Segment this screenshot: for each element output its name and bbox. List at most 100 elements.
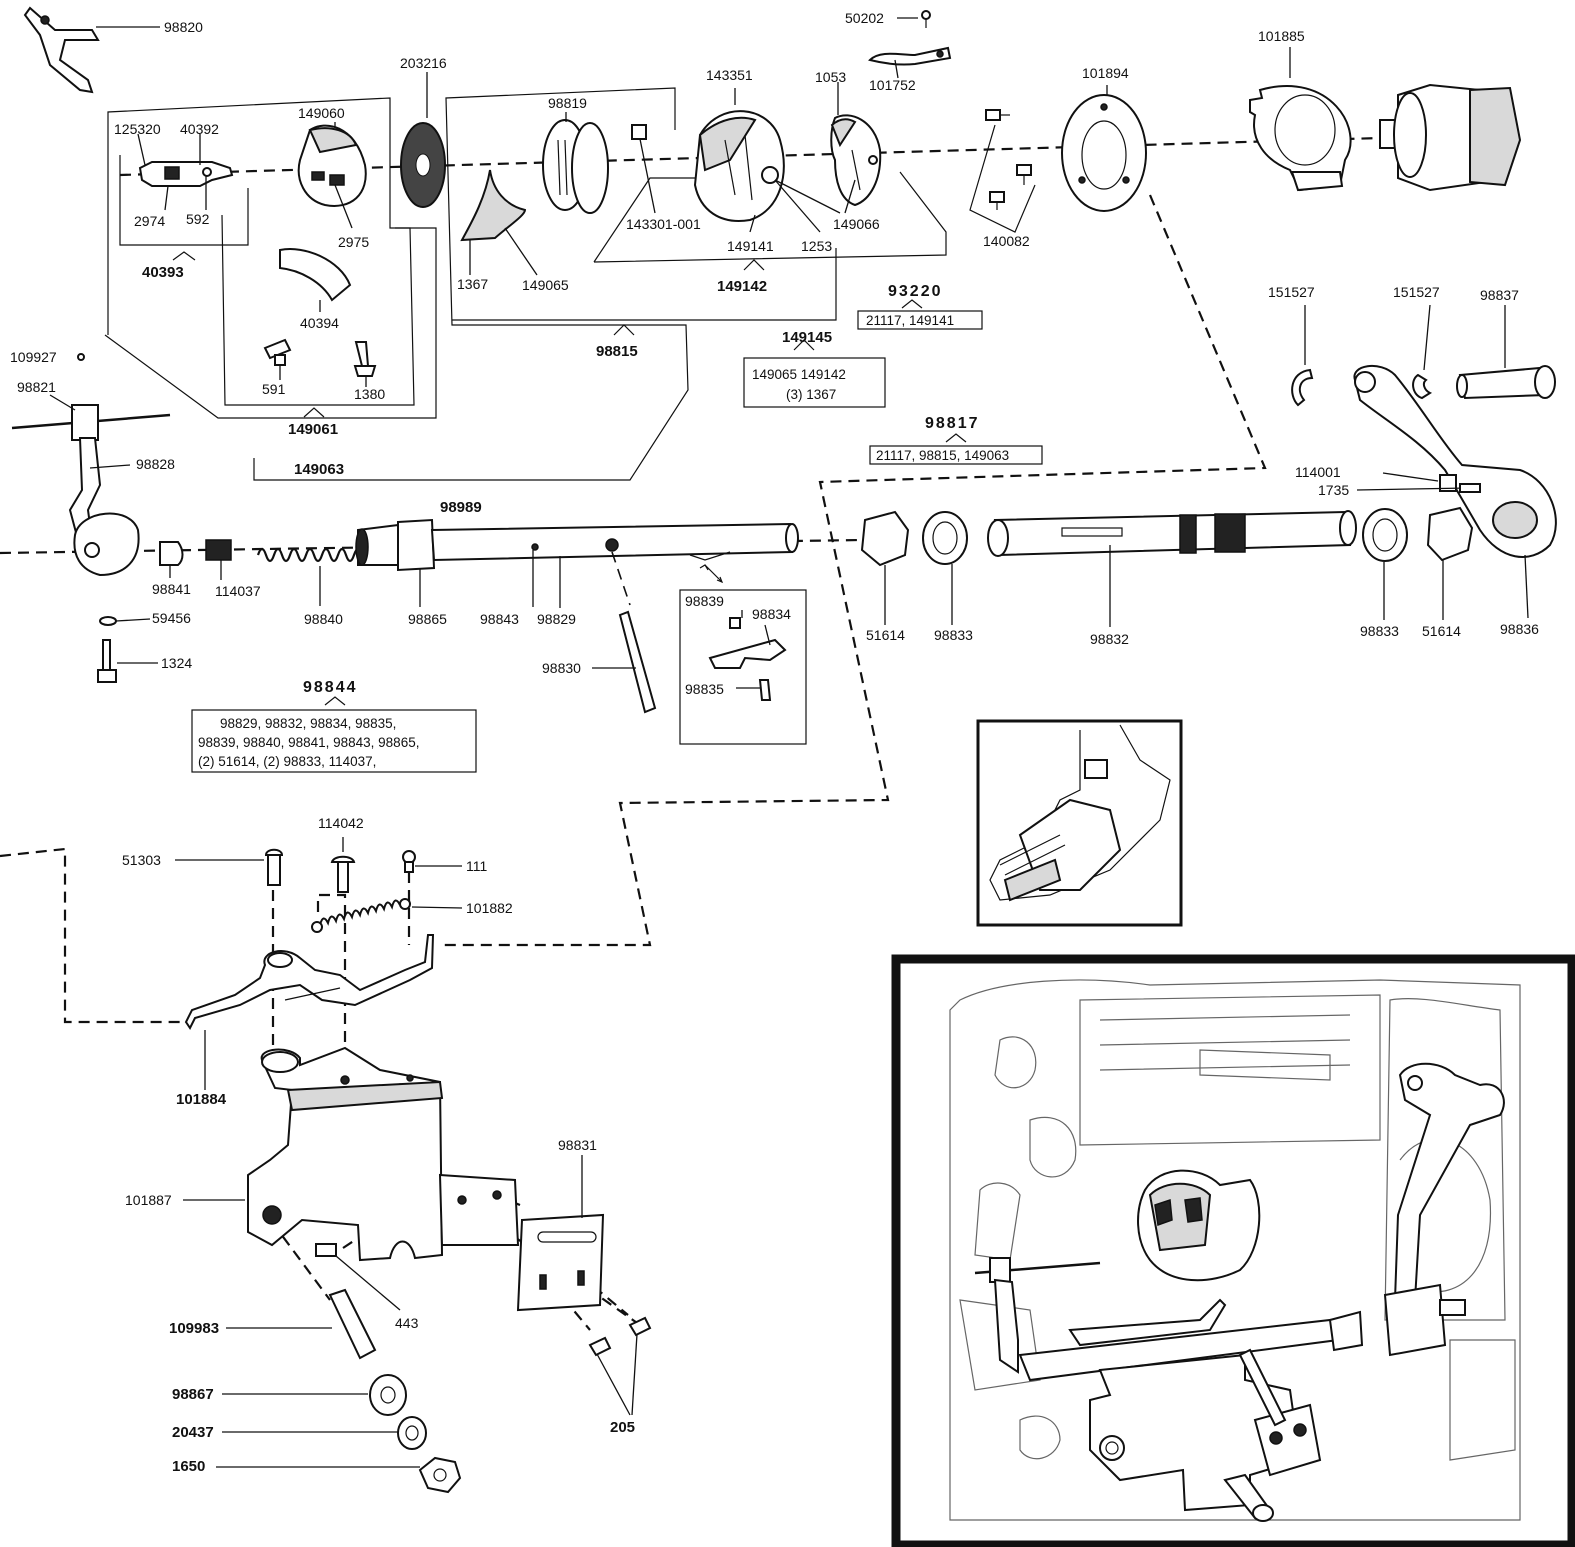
part-114042: [330, 837, 356, 893]
label-98817: 98817: [925, 415, 980, 432]
label-98844: 98844: [303, 679, 358, 696]
part-101882: [311, 898, 463, 933]
kit-contents: 21117, 149141 149065 149142 (3) 1367 211…: [198, 313, 1009, 769]
label-40394: 40394: [300, 315, 339, 331]
kit-98844-contents-line1: 98829, 98832, 98834, 98835,: [220, 716, 396, 731]
label-98831: 98831: [558, 1137, 597, 1153]
inset-assembled-view: [891, 954, 1575, 1547]
part-443: [315, 1243, 401, 1311]
part-98828: [11, 353, 171, 577]
label-1380: 1380: [354, 386, 385, 402]
label-98989: 98989: [440, 499, 482, 516]
part-98867: [222, 1374, 407, 1416]
label-101894: 101894: [1082, 65, 1129, 81]
label-149145: 149145: [782, 329, 832, 346]
label-591: 591: [262, 381, 286, 397]
part-109983: [226, 1288, 377, 1360]
label-98819: 98819: [548, 95, 587, 111]
part-1324: [97, 639, 158, 683]
label-98833-a: 98833: [934, 627, 973, 643]
part-143351: [693, 88, 841, 233]
part-51303: [175, 848, 284, 886]
label-51614-b: 51614: [1422, 623, 1461, 639]
part-98841: [159, 541, 184, 578]
kit-93220-box: [857, 310, 983, 330]
label-98833-b: 98833: [1360, 623, 1399, 639]
part-591-1380: [263, 338, 377, 387]
label-149066: 149066: [833, 216, 880, 232]
kit-brackets: [104, 87, 967, 706]
part-101887: [183, 1046, 444, 1262]
part-205: [588, 1316, 652, 1416]
label-40392: 40392: [180, 121, 219, 137]
label-109983: 109983: [169, 1320, 219, 1337]
part-bobbin-case-latch: [137, 133, 234, 211]
label-114037: 114037: [215, 583, 261, 599]
part-101885: [1249, 47, 1352, 192]
label-592: 592: [186, 211, 210, 227]
inset-detail: [976, 719, 1183, 927]
label-149060: 149060: [298, 105, 345, 121]
part-98819: [542, 112, 609, 214]
kit-98844-contents-line3: (2) 51614, (2) 98833, 114037,: [198, 754, 376, 769]
label-140082: 140082: [983, 233, 1030, 249]
label-151527-b: 151527: [1393, 284, 1440, 300]
part-101752: [868, 46, 952, 79]
part-1650: [216, 1456, 462, 1494]
label-40393: 40393: [142, 264, 184, 281]
label-109927: 109927: [10, 349, 57, 365]
part-40394: [279, 248, 352, 312]
kit-149145-box: [743, 357, 886, 408]
kit-149145-contents-line1: 149065 149142: [752, 367, 846, 382]
part-98830: [592, 610, 657, 714]
part-101884: [184, 934, 435, 1090]
label-50202: 50202: [845, 10, 884, 26]
label-51614-a: 51614: [866, 627, 905, 643]
label-1324: 1324: [161, 655, 192, 671]
label-203216: 203216: [400, 55, 447, 71]
kit-93220-contents: 21117, 149141: [866, 313, 954, 328]
label-98829: 98829: [537, 611, 576, 627]
label-149142: 149142: [717, 278, 767, 295]
kit-98844-contents-line2: 98839, 98840, 98841, 98843, 98865,: [198, 735, 419, 750]
label-98839: 98839: [685, 593, 724, 609]
label-101884: 101884: [176, 1091, 227, 1108]
label-93220: 93220: [888, 283, 943, 300]
part-149066: [830, 82, 882, 214]
label-101885: 101885: [1258, 28, 1305, 44]
label-98835: 98835: [685, 681, 724, 697]
part-143301-001: [631, 124, 656, 214]
part-149060: [297, 122, 367, 229]
label-98867: 98867: [172, 1386, 214, 1403]
part-111: [402, 850, 462, 873]
kit-149145-contents-line2: (3) 1367: [786, 387, 836, 402]
part-203216: [400, 72, 446, 208]
label-101882: 101882: [466, 900, 513, 916]
part-98820: [23, 6, 160, 94]
label-1735: 1735: [1318, 482, 1349, 498]
label-151527-a: 151527: [1268, 284, 1315, 300]
part-number-labels: 98820 50202 101752 101885 203216 143351 …: [10, 10, 1539, 1475]
label-149063: 149063: [294, 461, 344, 478]
label-20437: 20437: [172, 1424, 214, 1441]
label-114001: 114001: [1295, 464, 1341, 480]
kit-98817-contents: 21117, 98815, 149063: [876, 448, 1009, 463]
label-98815: 98815: [596, 343, 638, 360]
part-114037: [205, 539, 232, 580]
part-98832: [860, 506, 1474, 627]
part-98829: [355, 518, 799, 608]
label-443: 443: [395, 1315, 419, 1331]
part-20437: [222, 1416, 427, 1450]
label-98841: 98841: [152, 581, 191, 597]
label-101887: 101887: [125, 1192, 172, 1208]
label-205: 205: [610, 1419, 635, 1436]
label-1253: 1253: [801, 238, 832, 254]
label-149141: 149141: [727, 238, 774, 254]
part-98837: [1456, 305, 1556, 400]
part-151527: [1291, 304, 1433, 407]
part-140082: [969, 109, 1036, 233]
label-149061: 149061: [288, 421, 338, 438]
label-98840: 98840: [304, 611, 343, 627]
kit-98844: [191, 709, 477, 773]
